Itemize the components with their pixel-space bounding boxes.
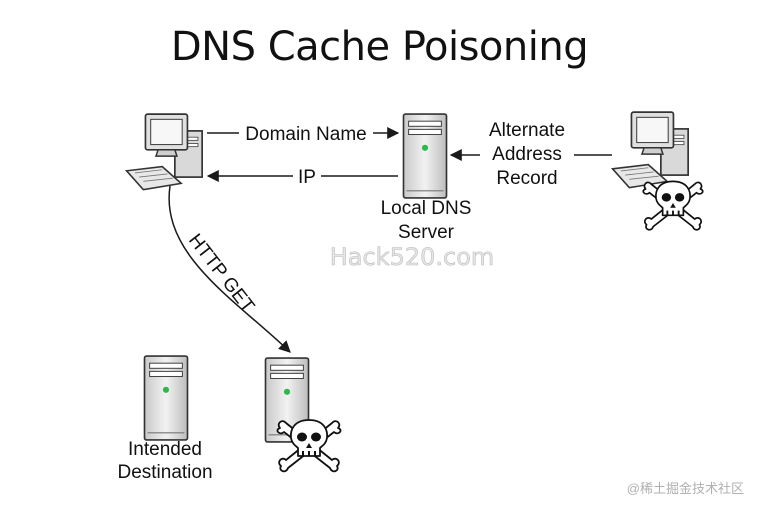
- watermark-text: Hack520.com: [330, 243, 495, 271]
- dns-server-label-line1: Local DNS: [381, 198, 472, 219]
- diagram-title: DNS Cache Poisoning: [170, 24, 589, 70]
- ip-label: IP: [298, 167, 316, 188]
- attacker-skull-icon: [642, 180, 704, 231]
- http-get-arrow: [168, 185, 291, 353]
- dns-server-label-line2: Server: [398, 222, 455, 243]
- client-computer-icon: [125, 113, 203, 191]
- alternate-label-line2: Address: [492, 144, 562, 165]
- alternate-label-line1: Alternate: [489, 120, 565, 141]
- alternate-label-line3: Record: [496, 168, 557, 189]
- credit-text: @稀土掘金技术社区: [627, 481, 744, 496]
- dns-server-icon: [402, 113, 448, 199]
- malicious-skull-icon: [276, 419, 342, 473]
- attacker-computer-icon: [611, 111, 689, 189]
- intended-label-line1: Intended: [128, 439, 202, 460]
- domain-name-label: Domain Name: [245, 124, 366, 145]
- intended-label-line2: Destination: [117, 462, 212, 483]
- intended-server-icon: [143, 355, 189, 441]
- http-get-label: HTTP GET: [184, 230, 258, 317]
